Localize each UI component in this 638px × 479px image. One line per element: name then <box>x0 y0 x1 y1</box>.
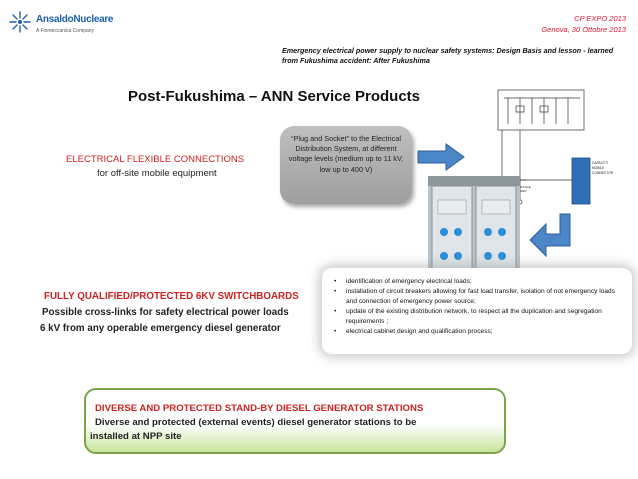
diesel-stations-box <box>84 388 506 454</box>
svg-text:MOBILE: MOBILE <box>592 166 605 170</box>
svg-text:CAPACITY: CAPACITY <box>592 161 609 165</box>
arrow-right-icon <box>417 143 465 171</box>
plug-socket-callout <box>280 126 412 204</box>
svg-text:CONNECTOR: CONNECTOR <box>592 171 614 175</box>
presentation-subject: Emergency electrical power supply to nuc… <box>282 46 614 65</box>
section1-subheading: for off-site mobile equipment <box>97 168 217 179</box>
section3-line2: installed at NPP site <box>90 431 182 442</box>
slide-title: Post-Fukushima – ANN Service Products <box>128 88 421 105</box>
section3-heading: DIVERSE AND PROTECTED STAND-BY DIESEL GE… <box>95 403 424 414</box>
section3-line1: Diverse and protected (external events) … <box>95 417 417 428</box>
list-item: installation of circuit breakers allowin… <box>332 287 626 307</box>
ansaldo-logo-icon <box>9 11 31 33</box>
list-item: electrical cabinet design and qualificat… <box>332 327 626 337</box>
curved-arrow-icon <box>529 213 571 258</box>
bullet-list: identification of emergency electrical l… <box>332 277 626 338</box>
list-item: identification of emergency electrical l… <box>332 277 626 287</box>
logo-text: AnsaldoNucleare <box>36 14 114 25</box>
single-line-diagram: CAPACITY MOBILE CONNECTOR MEDIUM VOLTAGE… <box>497 89 614 205</box>
plug-socket-callout-text: “Plug and Socket” to the Electrical Dist… <box>288 134 404 174</box>
logo-subtitle: A Finmeccanica Company <box>36 28 95 34</box>
section2-line1: Possible cross-links for safety electric… <box>42 307 289 318</box>
list-item: update of the existing distribution netw… <box>332 307 626 327</box>
section2-line2: 6 kV from any operable emergency diesel … <box>40 323 281 334</box>
event-name: CP EXPO 2013 <box>574 14 626 23</box>
section1-heading: ELECTRICAL FLEXIBLE CONNECTIONS <box>66 154 245 165</box>
event-date: Genova, 30 Ottobre 2013 <box>541 25 626 34</box>
section2-heading: FULLY QUALIFIED/PROTECTED 6KV SWITCHBOAR… <box>44 291 299 302</box>
